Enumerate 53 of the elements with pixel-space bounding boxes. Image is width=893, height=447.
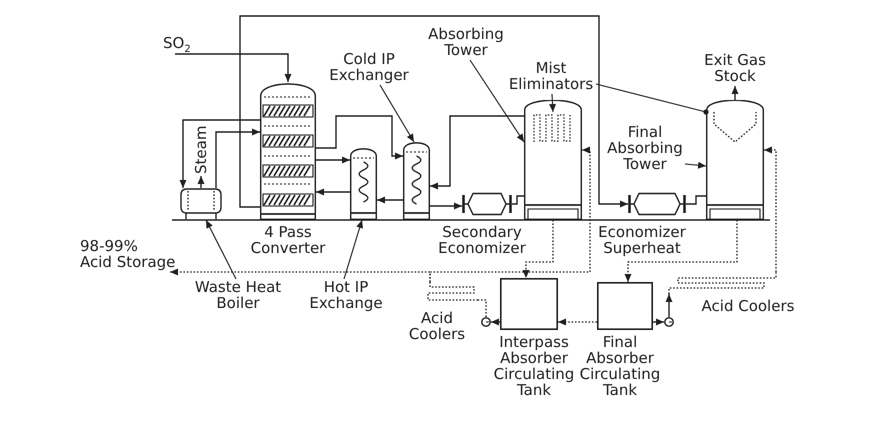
gas-pipe (430, 202, 462, 210)
stream-label: 98-99% Acid Storage (80, 238, 180, 272)
gas-pipe (430, 115, 524, 190)
heat-exchanger (403, 142, 430, 220)
gas-pipe (686, 195, 706, 205)
equipment-label: Waste Heat Boiler (192, 279, 284, 313)
acid-pipe (666, 294, 672, 317)
acid-line (624, 220, 738, 282)
leader-line (343, 220, 364, 280)
leader-line (206, 220, 236, 280)
gas-pipe (316, 115, 403, 160)
gas-pipe (316, 188, 350, 196)
equipment-label: Interpass Absorber Circulating Tank (492, 334, 576, 400)
acid-line (558, 318, 597, 326)
equipment-label: Final Absorbing Tower (605, 124, 685, 172)
equipment-label: Final Absorber Circulating Tank (578, 334, 662, 400)
leader-line (470, 60, 524, 142)
equipment-label: Absorbing Tower (420, 26, 512, 60)
equipment-label: Secondary Economizer (437, 224, 527, 258)
gas-pipe (512, 195, 524, 205)
heat-exchanger (350, 148, 377, 220)
equipment-label: 4 Pass Converter (250, 224, 326, 258)
pump-icon (664, 317, 674, 327)
absorber-tower (706, 100, 764, 220)
leader-line (684, 162, 706, 169)
acid-line (764, 146, 777, 272)
gas-pipe (316, 156, 350, 164)
leader-line (596, 83, 709, 115)
acid-line (478, 299, 487, 317)
acid-line (429, 146, 591, 282)
equipment-label: Economizer Superheat (597, 224, 687, 258)
leader-line (380, 84, 414, 142)
equipment-label: Acid Coolers (408, 310, 466, 344)
stream-label: Exit Gas Stock (695, 52, 775, 86)
acid-pipe (491, 318, 500, 326)
acid-pipe (653, 318, 664, 326)
gas-pipe (215, 128, 260, 188)
gas-pipe (377, 196, 403, 204)
gas-pipe (239, 15, 628, 208)
equipment-label: Hot IP Exchange (302, 279, 390, 313)
gas-pipe (732, 86, 738, 100)
pump-icon (481, 317, 491, 327)
acid-line (522, 220, 554, 278)
equipment-label: Cold IP Exchanger (322, 51, 416, 85)
stream-label: SO$_{2}$ (163, 35, 205, 54)
equipment-label: Mist Eliminators (506, 60, 596, 94)
boiler-drum (180, 188, 222, 220)
gas-pipe (180, 119, 260, 188)
gas-pipe (175, 53, 292, 82)
steam-pipe (198, 176, 204, 188)
stream-label: Steam (193, 124, 210, 176)
leader-line (549, 94, 556, 112)
equipment-label: Acid Coolers (700, 298, 796, 316)
